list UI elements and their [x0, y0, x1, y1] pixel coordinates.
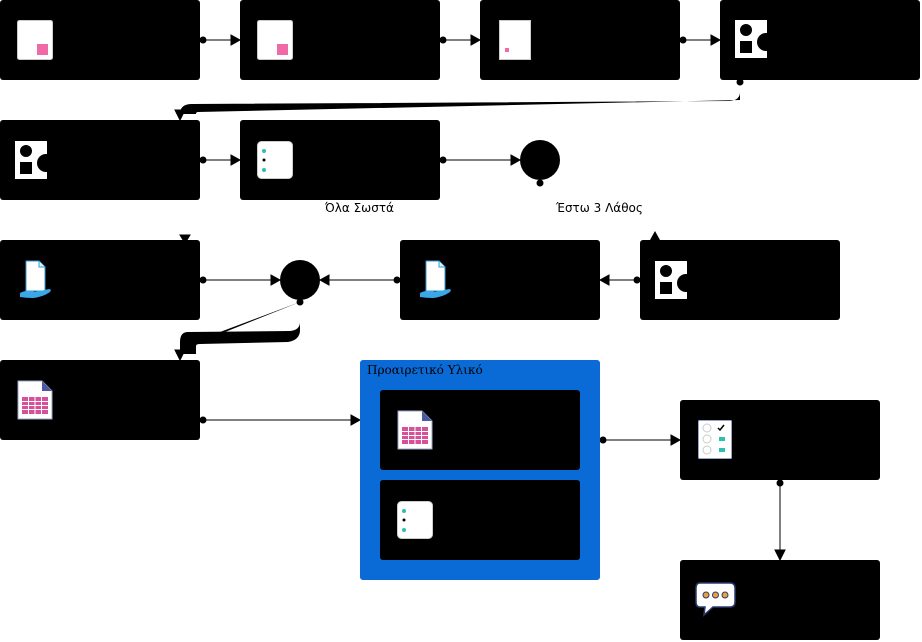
edge-start-dot: [439, 36, 447, 44]
shapes-icon: [15, 141, 55, 179]
edge-arrowhead: [710, 34, 722, 46]
edge-arrowhead: [670, 434, 682, 446]
decision-circle[interactable]: [279, 259, 321, 301]
edge-arrowhead: [230, 154, 242, 166]
edge-arrowhead: [179, 234, 191, 244]
edge-arrowhead: [774, 549, 786, 562]
node-shapes-1[interactable]: [720, 0, 920, 80]
edge-start-dot: [679, 36, 687, 44]
edge-start-dot: [599, 436, 607, 444]
edge-label-all-correct: Όλα Σωστά: [325, 201, 394, 215]
edge-start-dot: [776, 479, 784, 487]
list-icon: [397, 501, 433, 539]
spreadsheet-icon: [397, 410, 433, 450]
node-hand-document-1[interactable]: [0, 240, 200, 320]
spreadsheet-icon: [17, 380, 53, 420]
edge-start-dot: [199, 36, 207, 44]
edge-start-dot: [199, 416, 207, 424]
node-list-2[interactable]: [380, 480, 580, 560]
shapes-icon: [735, 20, 775, 58]
edge-arrowhead: [470, 34, 482, 46]
node-document-3[interactable]: [480, 0, 680, 80]
decision-circle[interactable]: [519, 139, 561, 181]
shapes-icon: [655, 261, 695, 299]
document-icon: [17, 20, 53, 60]
node-shapes-2[interactable]: [0, 120, 200, 200]
hand-document-icon: [20, 260, 51, 298]
document-small-icon: [499, 20, 531, 60]
edge-start-dot: [199, 276, 207, 284]
node-hand-document-2[interactable]: [400, 240, 600, 320]
node-checklist[interactable]: [680, 400, 880, 480]
edge-arrowhead: [174, 109, 186, 122]
node-list-1[interactable]: [240, 120, 440, 200]
edge-start-dot: [199, 156, 207, 164]
hand-document-icon: [420, 260, 451, 298]
edge-arrowhead: [510, 154, 522, 166]
chat-bubble-icon: [695, 582, 736, 617]
edge-arrowhead: [270, 274, 282, 286]
document-icon: [257, 20, 293, 60]
node-spreadsheet-2[interactable]: [380, 390, 580, 470]
node-document-2[interactable]: [240, 0, 440, 80]
list-icon: [257, 141, 293, 179]
optional-material-group: Προαιρετικό Υλικό: [360, 360, 600, 580]
node-spreadsheet-1[interactable]: [0, 360, 200, 440]
edge-g2-n10: [180, 302, 300, 354]
edge-arrowhead: [598, 274, 610, 286]
group-title: Προαιρετικό Υλικό: [367, 363, 483, 377]
edge-arrowhead: [230, 34, 242, 46]
edge-n4-n5: [180, 82, 740, 114]
node-shapes-3[interactable]: [640, 240, 840, 320]
edge-arrowhead: [174, 349, 186, 362]
checklist-icon: [698, 420, 732, 459]
node-document-1[interactable]: [0, 0, 200, 80]
edge-start-dot: [439, 156, 447, 164]
edge-arrowhead: [318, 274, 330, 286]
edge-label-at-least-3-wrong: Έστω 3 Λάθος: [556, 201, 643, 215]
node-chat[interactable]: [680, 560, 880, 640]
edge-arrowhead: [350, 414, 362, 426]
